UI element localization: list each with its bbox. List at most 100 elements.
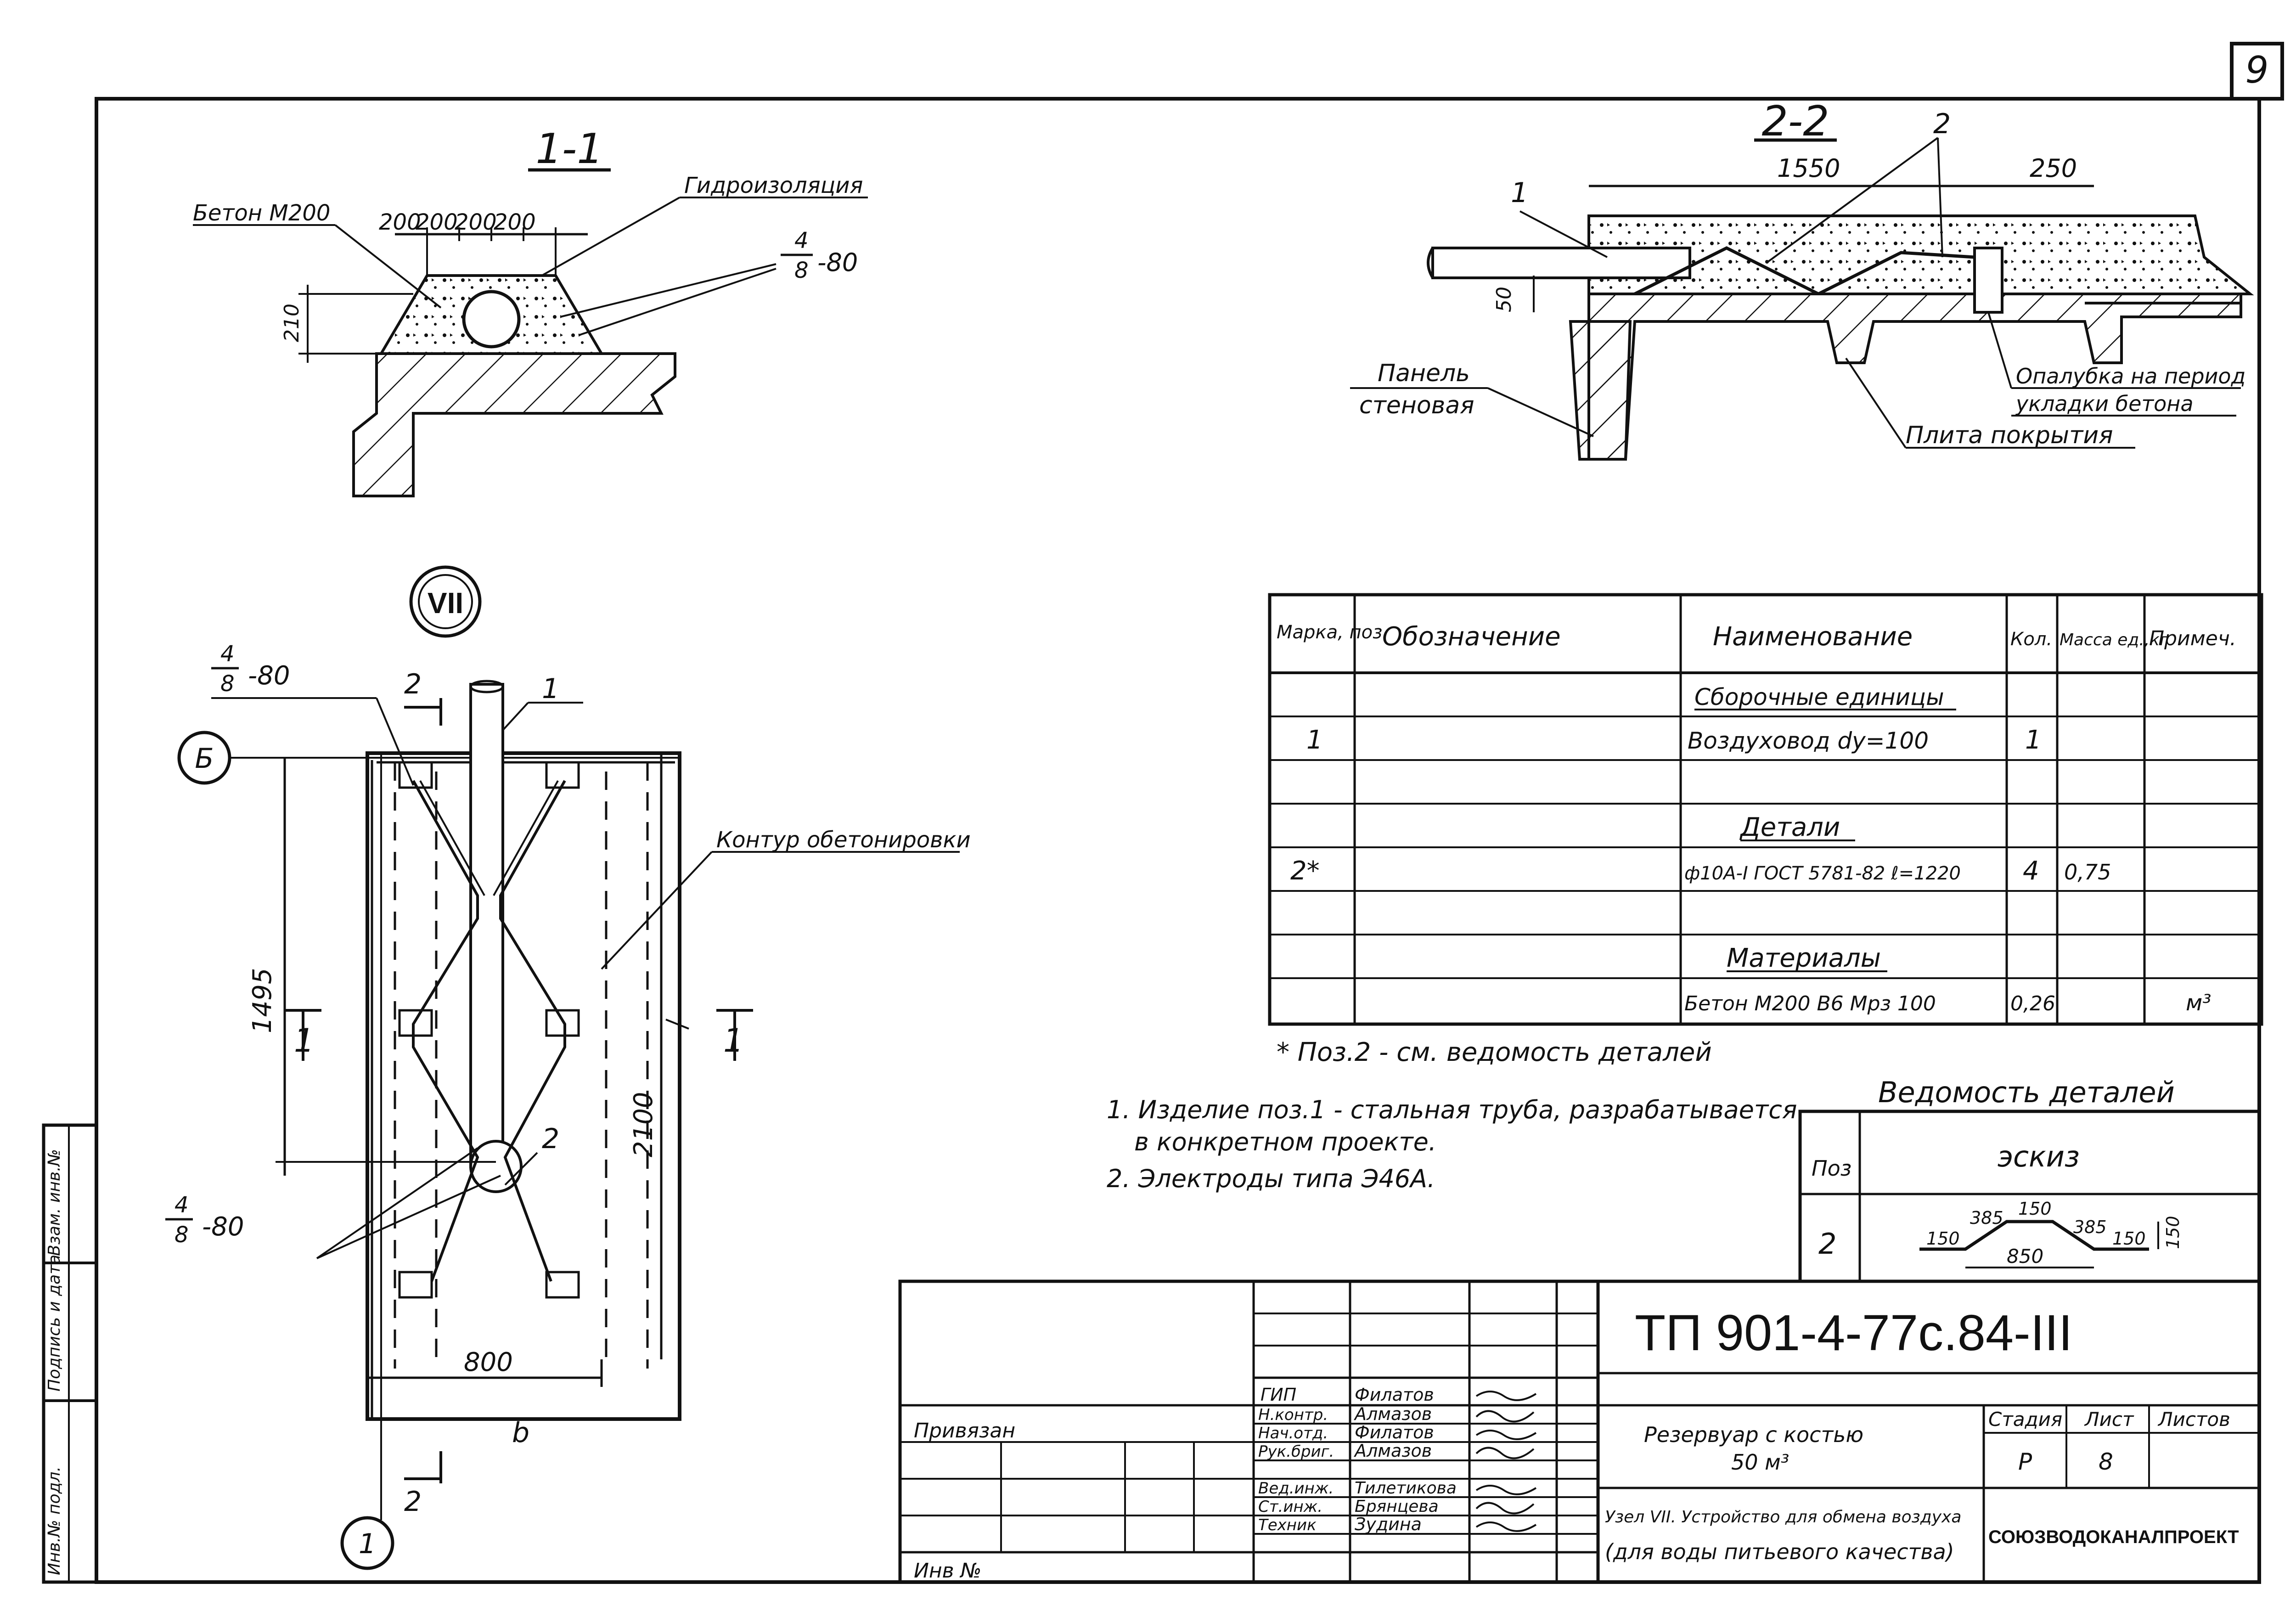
row-7-name: Бетон М200 В6 Мрз 100 bbox=[1684, 992, 1936, 1015]
plan-rebar-bottom-suffix: -80 bbox=[202, 1212, 244, 1242]
project-code: ТП 901-4-77с.84-III bbox=[1635, 1305, 2072, 1361]
rebar-num: 4 bbox=[794, 228, 809, 254]
row-0-name: Сборочные единицы bbox=[1694, 684, 1944, 710]
row-4-pos: 2* bbox=[1290, 856, 1320, 886]
dim-200-b: 200 bbox=[416, 209, 458, 235]
section-2-2: 2-2 1550 250 50 1 2 Панель стеновая bbox=[1350, 97, 2254, 461]
label-panel-1: Панель bbox=[1378, 360, 1470, 387]
note-1b: в конкретном проекте. bbox=[1134, 1127, 1436, 1156]
row-1-qty: 1 bbox=[2025, 725, 2042, 755]
label-formwork-2: укладки бетона bbox=[2015, 391, 2194, 416]
staff-1-name: Алмазов bbox=[1353, 1404, 1432, 1424]
staff-6-role: Техник bbox=[1258, 1516, 1317, 1534]
label-concrete: Бетон М200 bbox=[193, 200, 330, 226]
plan-rebar-bottom-den: 8 bbox=[174, 1222, 189, 1248]
sheet-title-2: (для воды питьевого качества) bbox=[1605, 1539, 1954, 1564]
dim-200-d: 200 bbox=[494, 209, 536, 235]
staff-0-role: ГИП bbox=[1261, 1385, 1296, 1405]
dim-1550: 1550 bbox=[1777, 154, 1840, 183]
sketch-dim-385-b: 385 bbox=[2073, 1217, 2107, 1237]
stamp-replace-label: Взам. инв.№ bbox=[45, 1149, 64, 1256]
row-7-note: м³ bbox=[2186, 990, 2211, 1016]
dim-b: b bbox=[512, 1417, 529, 1449]
label-contour: Контур обетонировки bbox=[716, 827, 971, 853]
rebar-den: 8 bbox=[794, 258, 809, 283]
project-name-1: Резервуар с костью bbox=[1644, 1422, 1863, 1447]
notes: 1. Изделие поз.1 - стальная труба, разра… bbox=[1107, 1095, 1797, 1193]
dim-200-c: 200 bbox=[455, 209, 497, 235]
row-1-name: Воздуховод dу=100 bbox=[1688, 727, 1929, 754]
section-mark-2-bottom: 2 bbox=[404, 1486, 422, 1518]
sketch-dim-850: 850 bbox=[2007, 1245, 2043, 1268]
dim-210: 210 bbox=[280, 304, 304, 342]
note-1: 1. Изделие поз.1 - стальная труба, разра… bbox=[1107, 1095, 1797, 1124]
sketch-dim-150-a: 150 bbox=[1926, 1228, 1960, 1249]
sheet-title-1: Узел VII. Устройство для обмена воздуха bbox=[1605, 1508, 1961, 1527]
row-7-qty: 0,26 bbox=[2010, 992, 2055, 1015]
dim-2100: 2100 bbox=[629, 1092, 658, 1157]
dim-800: 800 bbox=[464, 1347, 513, 1377]
th-qty: Кол. bbox=[2010, 629, 2052, 650]
attached-label: Привязан bbox=[914, 1419, 1015, 1442]
row-4-mass: 0,75 bbox=[2064, 860, 2111, 885]
details-col-pos: Поз bbox=[1812, 1156, 1851, 1181]
dim-1495: 1495 bbox=[248, 968, 277, 1033]
th-pos: Марка, поз. bbox=[1277, 622, 1388, 643]
staff-4-role: Вед.инж. bbox=[1258, 1479, 1334, 1498]
stage-label: Стадия bbox=[1988, 1408, 2062, 1431]
row-4-qty: 4 bbox=[2023, 856, 2039, 886]
node-mark: VII bbox=[428, 586, 463, 620]
staff-3-name: Алмазов bbox=[1353, 1441, 1432, 1461]
project-name-2: 50 м³ bbox=[1731, 1450, 1789, 1475]
details-col-sketch: эскиз bbox=[1998, 1140, 2080, 1173]
node-callout-2: 2 bbox=[542, 1123, 559, 1155]
row-3-name: Детали bbox=[1739, 812, 1840, 842]
side-stamp: Инв.№ подл. Подпись и дата Взам. инв.№ bbox=[42, 1123, 98, 1584]
dim-250: 250 bbox=[2030, 154, 2077, 183]
staff-0-name: Филатов bbox=[1355, 1385, 1434, 1405]
label-panel-2: стеновая bbox=[1359, 392, 1474, 419]
staff-2-role: Нач.отд. bbox=[1258, 1424, 1328, 1442]
callout-2: 2 bbox=[1933, 108, 1951, 140]
axis-b: Б bbox=[195, 743, 214, 775]
details-list: Ведомость деталей Поз эскиз 2 150 385 15… bbox=[1798, 1076, 2261, 1283]
staff-5-role: Ст.инж. bbox=[1258, 1498, 1322, 1516]
sheet-number: 9 bbox=[2245, 49, 2269, 91]
staff-2-name: Филатов bbox=[1355, 1422, 1434, 1442]
dim-200-a: 200 bbox=[379, 209, 421, 235]
callout-1: 1 bbox=[1511, 177, 1528, 209]
dim-50: 50 bbox=[1492, 287, 1516, 312]
sheet-value: 8 bbox=[2099, 1448, 2113, 1475]
label-formwork-1: Опалубка на период bbox=[2016, 364, 2245, 389]
inv-label: Инв № bbox=[914, 1559, 981, 1583]
staff-5-name: Брянцева bbox=[1355, 1497, 1439, 1516]
th-mass: Масса ед.,кг bbox=[2060, 631, 2169, 649]
sheets-label: Листов bbox=[2157, 1408, 2230, 1431]
sketch-dim-150-d: 150 bbox=[2163, 1216, 2183, 1249]
stage-value: Р bbox=[2018, 1448, 2032, 1475]
staff-4-name: Тилетикова bbox=[1355, 1479, 1457, 1498]
label-waterproofing: Гидроизоляция bbox=[684, 173, 863, 198]
node-plan: VII Б 1 1 2 bbox=[165, 565, 971, 1570]
axis-1: 1 bbox=[359, 1528, 376, 1560]
stamp-inv-label: Инв.№ подл. bbox=[45, 1466, 64, 1575]
label-slab: Плита покрытия bbox=[1906, 422, 2113, 449]
staff-3-role: Рук.бриг. bbox=[1258, 1442, 1334, 1461]
staff-1-role: Н.контр. bbox=[1258, 1406, 1328, 1424]
sketch-dim-150-c: 150 bbox=[2112, 1228, 2146, 1249]
spec-table: Марка, поз. Обозначение Наименование Кол… bbox=[1268, 593, 2263, 1067]
details-title: Ведомость деталей bbox=[1878, 1076, 2175, 1109]
sketch-dim-150-b: 150 bbox=[2018, 1199, 2052, 1219]
rebar-suffix: -80 bbox=[817, 248, 858, 277]
title-block: Привязан Инв № ГИП Филатов Н.контр. Алма… bbox=[898, 1279, 2261, 1584]
plan-rebar-bottom-num: 4 bbox=[174, 1192, 189, 1218]
organization: СОЮЗВОДОКАНАЛПРОЕКТ bbox=[1988, 1527, 2239, 1547]
details-row-pos: 2 bbox=[1818, 1227, 1836, 1261]
th-note: Примеч. bbox=[2149, 627, 2236, 650]
row-1-pos: 1 bbox=[1306, 725, 1323, 755]
section-2-2-title: 2-2 bbox=[1762, 97, 1829, 146]
stamp-sign-label: Подпись и дата bbox=[45, 1255, 64, 1392]
sheet-label: Лист bbox=[2084, 1408, 2134, 1431]
row-6-name: Материалы bbox=[1727, 943, 1881, 973]
